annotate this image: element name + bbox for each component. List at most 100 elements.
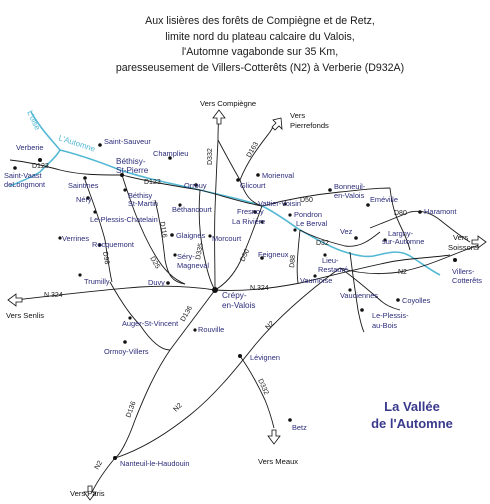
dot-vattier-voisin (283, 202, 287, 206)
road-emeville (389, 187, 411, 251)
place-duvy: Duvy (148, 278, 165, 287)
place-haramont: Haramont (424, 207, 456, 216)
map-header: Aux lisières des forêts de Compiègne et … (60, 14, 460, 76)
place-glaignes: Glaignes (176, 231, 205, 240)
dot-pondron (288, 213, 292, 217)
place-le-plessis-au-bois-2: au-Bois (372, 321, 397, 330)
road-glicourt (217, 139, 263, 207)
road-d32 (299, 229, 381, 247)
place-le-plessis-chatelain: Le-Plessis-Chatelain (90, 215, 158, 224)
dot-bethisy-st-martin (123, 188, 127, 192)
dot-orrouy (194, 183, 198, 187)
road-d25 (121, 174, 186, 285)
road-label-n324-b: N 324 (250, 285, 269, 292)
road-d116 (154, 199, 186, 285)
dot-verrines (58, 236, 62, 240)
road-label-n2-b: N2 (264, 320, 275, 331)
header-line-3: l'Automne vagabonde sur 35 Km, (181, 46, 339, 58)
road-d332-north (214, 117, 220, 291)
place-orrouy: Orrouy (184, 181, 207, 190)
place-sery-2: Magneval (177, 261, 209, 270)
dot-emeville (366, 203, 370, 207)
dot-la-riviere (260, 220, 264, 224)
road-d123-west (9, 159, 123, 176)
place-rouville: Rouville (198, 325, 224, 334)
map-title-line-1: La Vallée (384, 399, 440, 414)
road-label-d335: D335 (195, 243, 205, 261)
place-emeville: Eméville (370, 195, 398, 204)
dot-haramont (418, 210, 422, 214)
place-fresnoy: Fresnoy (237, 207, 264, 216)
place-largny-2: sur-Automne (382, 237, 424, 246)
dot-feigneux (260, 256, 264, 260)
place-auger: Auger-St-Vincent (122, 319, 178, 328)
dir-senlis: Vers Senlis (6, 311, 44, 320)
road-label-d32: D32 (316, 240, 329, 247)
road-d88 (296, 229, 301, 284)
place-bethisy-st-martin-2: St-Martin (128, 199, 158, 208)
road-d98 (84, 179, 113, 283)
place-ormoy: Ormoy-Villers (104, 347, 149, 356)
place-vez: Vez (340, 227, 353, 236)
dot-saint-sauveur (98, 143, 102, 147)
place-nanteuil: Nanteuil-le-Haudouin (120, 459, 189, 468)
arrow-paris-icon (83, 485, 97, 501)
place-verberie: Verberie (16, 143, 44, 152)
road-label-d98: D98 (101, 251, 110, 265)
road-label-n2-d: N2 (94, 460, 105, 471)
place-lieu-restaure-1: Lieu- (322, 256, 339, 265)
place-rocquemont: Rocquemont (92, 240, 134, 249)
road-label-d25: D25 (148, 256, 161, 271)
dot-glaignes (170, 233, 174, 237)
dot-morienval (256, 173, 260, 177)
dot-crepy (212, 287, 218, 293)
dot-trumilly (78, 273, 82, 277)
arrow-soissons-icon (471, 235, 487, 249)
dot-levignen (238, 354, 242, 358)
road-d50-south (214, 205, 263, 291)
dir-pierrefonds-2: Pierrefonds (290, 121, 329, 130)
place-bonneuil-1: Bonneuil- (334, 182, 366, 191)
road-coyolles (339, 267, 401, 311)
dot-betz (288, 418, 292, 422)
dot-fresnoy (253, 210, 257, 214)
place-bonneuil-2: en-Valois (334, 191, 365, 200)
place-saintines: Saintines (68, 181, 99, 190)
road-label-n2-c: N2 (172, 402, 183, 413)
dot-vauciennes (348, 288, 352, 292)
place-crepy-1: Crépy- (222, 291, 247, 300)
dot-saintines (83, 176, 87, 180)
road-label-d88: D88 (289, 255, 297, 269)
dot-lieu-restaure (323, 253, 327, 257)
place-nery: Néry (76, 195, 92, 204)
road-label-d50-b: D50 (239, 248, 251, 263)
road-d332-south (239, 355, 275, 429)
place-saint-vaast-2: deLongmont (4, 180, 45, 189)
place-largny-1: Largny- (388, 229, 414, 238)
place-le-plessis-au-bois-1: Le-Plessis- (372, 311, 409, 320)
dot-le-plessis-chatelain (93, 210, 97, 214)
dot-duvy (166, 281, 170, 285)
dot-bonneuil (328, 188, 332, 192)
dot-auger (128, 316, 132, 320)
place-verrines: Verrines (62, 234, 89, 243)
place-villers-cotterets-2: Cotterêts (452, 276, 482, 285)
road-n2-south (91, 267, 341, 493)
place-betz: Betz (292, 423, 307, 432)
dot-bethisy-st-pierre (120, 173, 124, 177)
place-glicourt: Glicourt (240, 181, 265, 190)
dot-morcourt (208, 234, 212, 238)
river-oise-label: L'oise (25, 109, 42, 132)
dot-coyolles (396, 298, 400, 302)
map-title: La Vallée de l'Automne (352, 398, 472, 432)
dot-verberie (38, 158, 42, 162)
dot-nery (86, 196, 90, 200)
dot-largny (383, 238, 387, 242)
place-crepy-2: en-Valois (222, 301, 256, 310)
town-dots (13, 143, 457, 460)
header-line-2: limite nord du plateau calcaire du Valoi… (165, 30, 355, 43)
road-plessis-au-bois (349, 251, 365, 333)
river-automne (59, 149, 441, 276)
road-n2-east (339, 243, 483, 275)
